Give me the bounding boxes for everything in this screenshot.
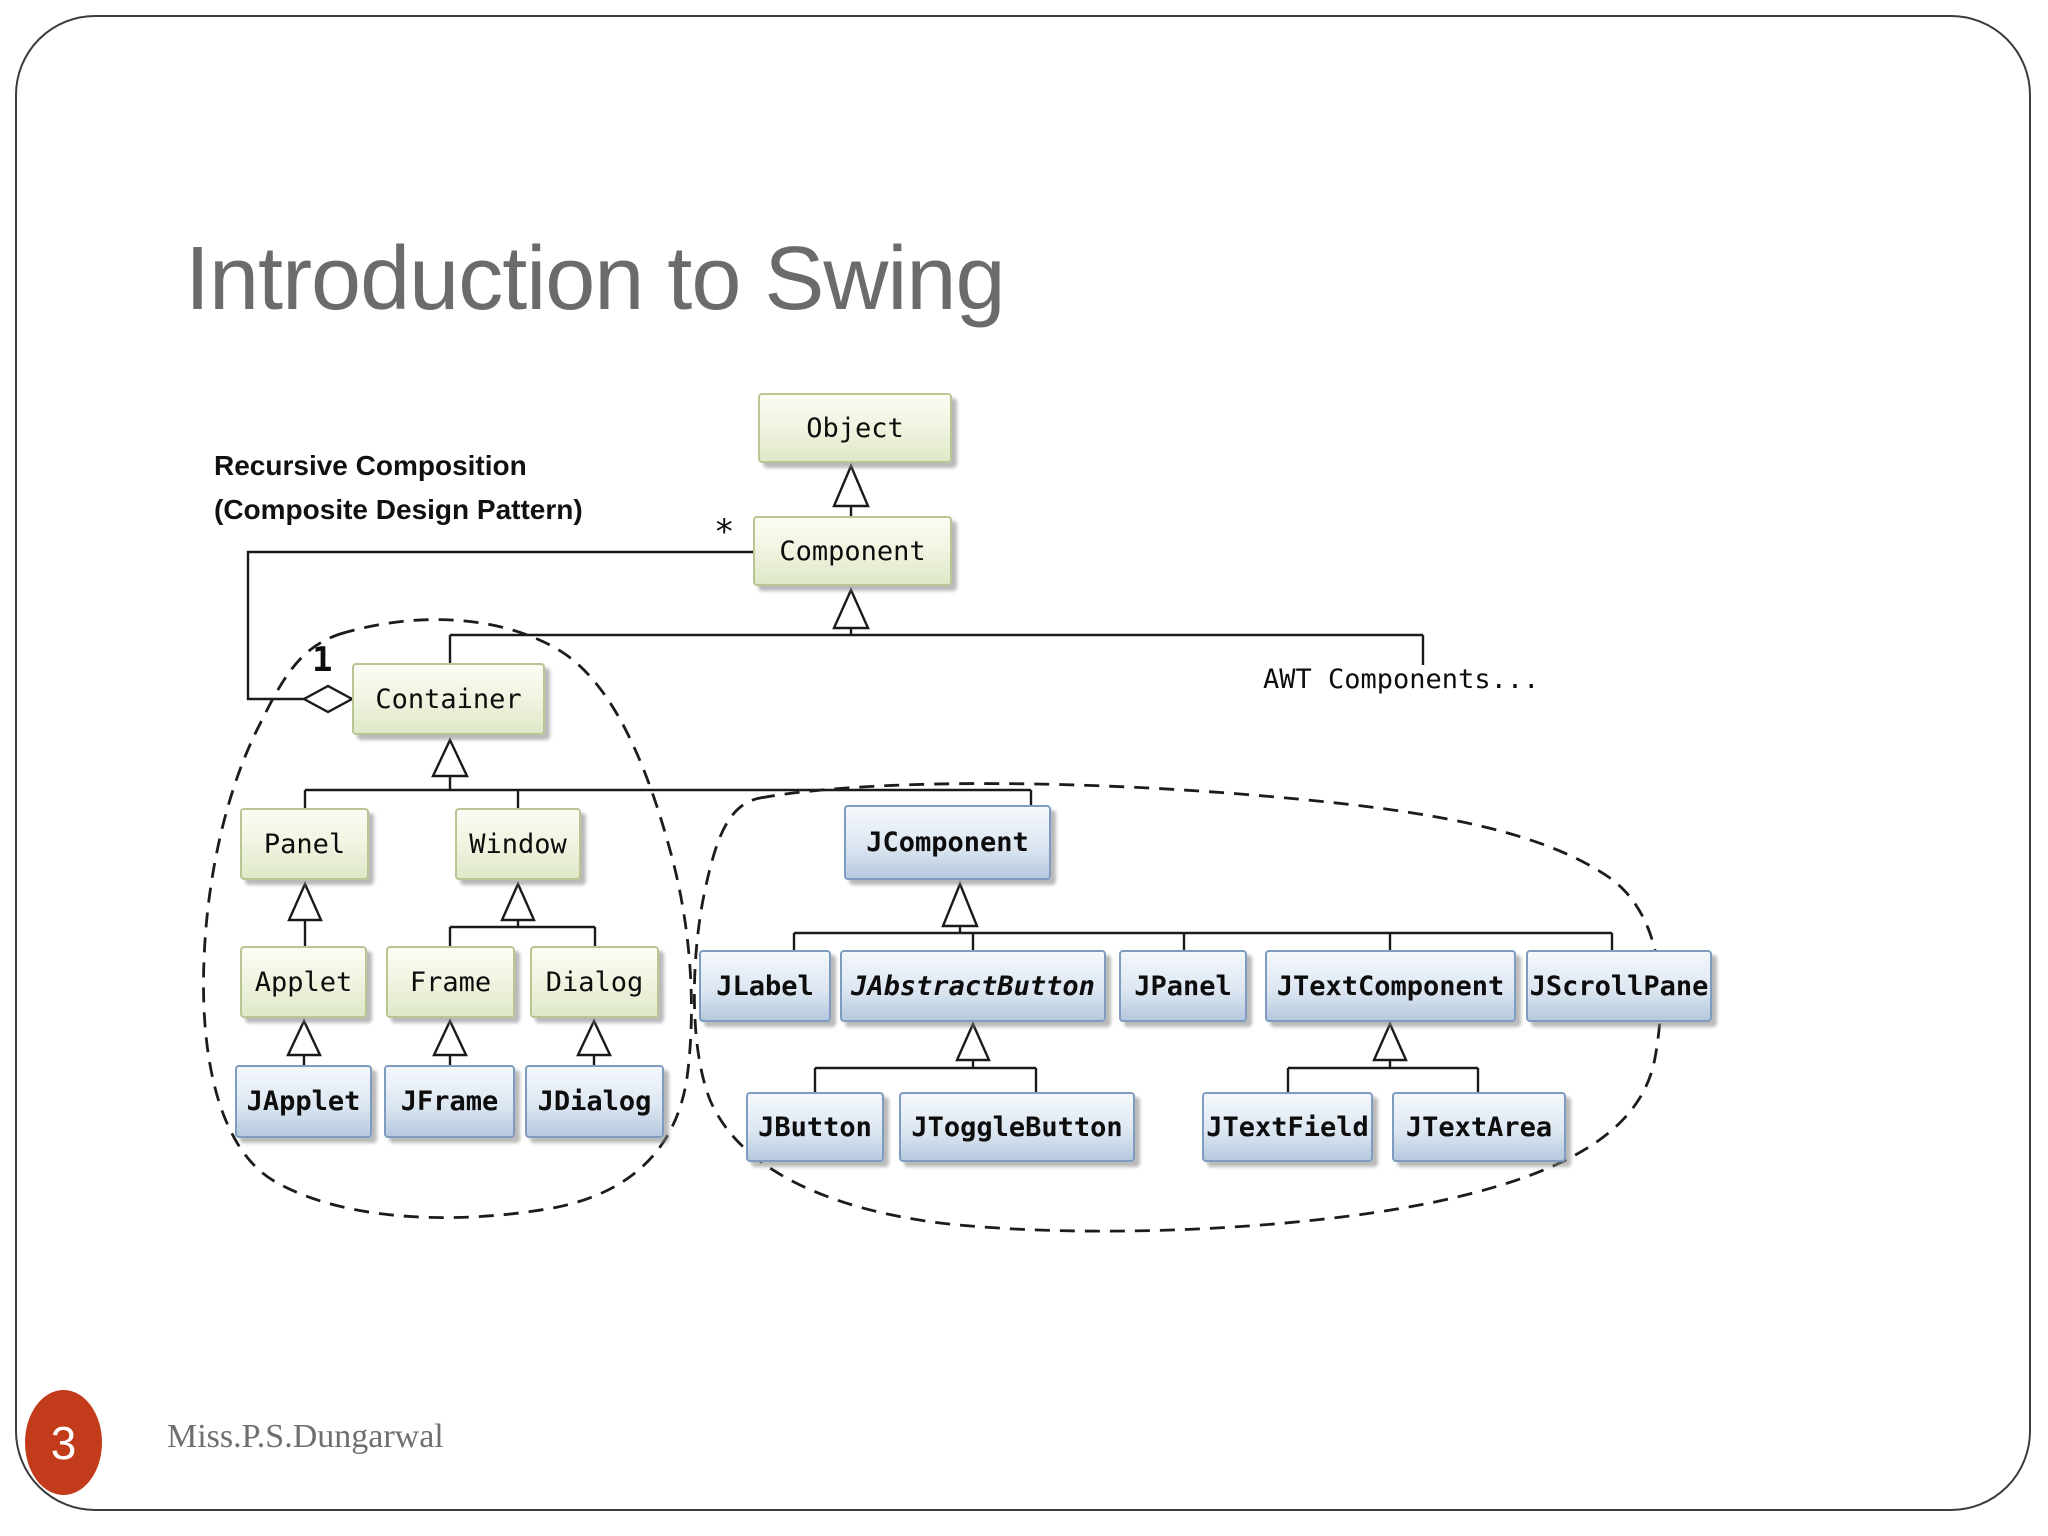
awt-components-label: AWT Components...: [1263, 664, 1540, 695]
class-box-jabstractbutton: JAbstractButton: [840, 950, 1106, 1022]
awt-containers-group-outline: [202, 618, 693, 1219]
inheritance-triangle-panel: [287, 881, 323, 922]
connector-container-children: [303, 776, 1033, 808]
class-box-jcomponent: JComponent: [844, 805, 1051, 880]
inheritance-triangle-component: [832, 587, 870, 630]
connector-jtextcomponent-children: [1286, 1060, 1480, 1092]
recursive-composition-line2: (Composite Design Pattern): [214, 494, 583, 525]
class-box-jbutton: JButton: [746, 1092, 884, 1162]
inheritance-triangle-window: [500, 881, 536, 922]
class-box-jdialog: JDialog: [525, 1065, 664, 1138]
page-number: 3: [50, 1416, 77, 1469]
class-box-jlabel: JLabel: [699, 950, 831, 1022]
class-box-jtextarea: JTextArea: [1392, 1092, 1566, 1162]
class-box-dialog: Dialog: [530, 946, 659, 1018]
connector-jcomponent-children: [792, 926, 1614, 950]
inheritance-triangle-object: [832, 462, 870, 508]
group-outlines: [202, 618, 1662, 1233]
class-box-panel: Panel: [240, 808, 369, 880]
inheritance-triangle-jcomponent: [941, 880, 979, 928]
connector-component-children: [448, 628, 1425, 665]
connector-awt-to-swing: [302, 1055, 596, 1065]
connector-jabstractbutton-children: [813, 1060, 1038, 1092]
connector-lines: [246, 506, 1614, 1092]
multiplicity-one-label: 1: [312, 640, 333, 680]
inheritance-triangle-applet: [286, 1018, 322, 1057]
class-box-container: Container: [352, 663, 545, 735]
class-box-component: Component: [753, 516, 952, 586]
class-box-window: Window: [455, 808, 581, 880]
class-box-japplet: JApplet: [235, 1065, 372, 1138]
multiplicity-many-label: *: [714, 512, 735, 552]
footer-author: Miss.P.S.Dungarwal: [167, 1418, 444, 1455]
aggregation-diamond: [301, 684, 355, 714]
inheritance-triangles: [286, 462, 1408, 1062]
recursive-composition-note: Recursive Composition (Composite Design …: [214, 444, 583, 532]
class-box-jframe: JFrame: [384, 1065, 515, 1138]
class-box-jscrollpane: JScrollPane: [1526, 950, 1712, 1022]
class-box-jpanel: JPanel: [1119, 950, 1247, 1022]
recursive-composition-line1: Recursive Composition: [214, 450, 527, 481]
class-box-applet: Applet: [240, 946, 367, 1018]
aggregation-line: [246, 550, 753, 701]
inheritance-triangle-container: [431, 737, 469, 778]
class-box-object: Object: [758, 393, 952, 463]
inheritance-triangle-jabstractbutton: [955, 1021, 991, 1062]
connector-window-children: [448, 920, 597, 946]
page-number-badge: 3: [25, 1390, 102, 1495]
inheritance-triangle-dialog: [576, 1018, 612, 1057]
class-box-jtextfield: JTextField: [1202, 1092, 1373, 1162]
class-box-jtogglebutton: JToggleButton: [899, 1092, 1135, 1162]
inheritance-triangle-frame: [432, 1018, 468, 1057]
class-box-jtextcomponent: JTextComponent: [1265, 950, 1516, 1022]
inheritance-triangle-jtextcomponent: [1372, 1021, 1408, 1062]
swing-components-group-outline: [693, 782, 1662, 1233]
class-box-frame: Frame: [386, 946, 515, 1018]
slide-title: Introduction to Swing: [185, 229, 1005, 330]
